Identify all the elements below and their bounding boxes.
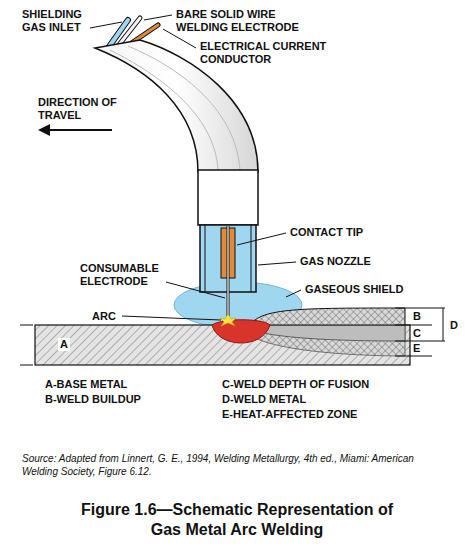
figure-caption: Figure 1.6—Schematic Representation of G…	[77, 500, 397, 540]
part-label: SHIELDING GAS INLET	[22, 8, 102, 34]
part-label: GAS NOZZLE	[300, 255, 371, 268]
zone-letter: D	[450, 319, 458, 332]
zone-letter: E	[413, 342, 420, 355]
key-entry: D-WELD METAL	[222, 393, 306, 406]
source-note: Source: Adapted from Linnert, G. E., 199…	[22, 452, 452, 478]
key-entry: E-HEAT-AFFECTED ZONE	[222, 408, 357, 421]
zone-letter: B	[413, 310, 421, 323]
direction-label: DIRECTION OF TRAVEL	[38, 96, 118, 122]
part-label: ARC	[92, 310, 116, 323]
key-entry: B-WELD BUILDUP	[45, 393, 141, 406]
zone-letter: C	[413, 327, 421, 340]
key-entry: A-BASE METAL	[45, 378, 127, 391]
part-label: CONSUMABLE ELECTRODE	[80, 262, 170, 288]
part-label: GASEOUS SHIELD	[305, 283, 403, 296]
part-label: BARE SOLID WIRE WELDING ELECTRODE	[176, 8, 316, 34]
part-label: CONTACT TIP	[290, 226, 363, 239]
part-label: ELECTRICAL CURRENT CONDUCTOR	[200, 40, 340, 66]
zone-letter: A	[58, 338, 70, 351]
key-entry: C-WELD DEPTH OF FUSION	[222, 378, 369, 391]
